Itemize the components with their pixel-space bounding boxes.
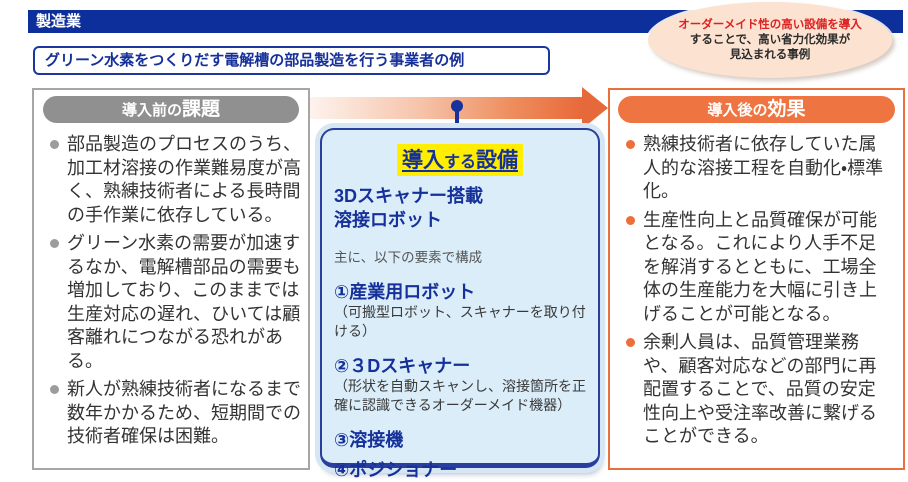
before-bullet-1: 部品製造のプロセスのうち、加工材溶接の作業難易度が高く、熟練技術者による長時間の…: [48, 133, 302, 227]
equipment-panel: 導入する設備 3Dスキャナー搭載 溶接ロボット 主に、以下の要素で構成 ①産業用…: [320, 128, 600, 480]
before-panel: 導入前の課題 部品製造のプロセスのうち、加工材溶接の作業難易度が高く、熟練技術者…: [32, 88, 310, 470]
callout-line-1: オーダーメイド性の高い設備を導入: [678, 18, 862, 31]
connector-dot-icon: [451, 100, 463, 112]
after-bullet-2: 生産性向上と品質確保が可能となる。これにより人手不足を解消するとともに、工場全体…: [624, 209, 889, 327]
after-bullet-3: 余剰人員は、品質管理業務や、顧客対応などの部門に再配置することで、品質の安定性向…: [624, 331, 889, 449]
before-bullet-list: 部品製造のプロセスのうち、加工材溶接の作業難易度が高く、熟練技術者による長時間の…: [34, 133, 308, 449]
flow-arrow-head-icon: [582, 87, 608, 129]
after-title-prefix: 導入後の: [707, 102, 768, 119]
after-bullet-list: 熟練技術者に依存していた属人的な溶接工程を自動化・標準化。 生産性向上と品質確保…: [610, 133, 903, 449]
equipment-item-2-heading: ②３Dスキャナー: [334, 356, 471, 376]
equipment-name-line2: 溶接ロボット: [334, 210, 442, 230]
before-bullet-2: グリーン水素の需要が加速するなか、電解槽部品の需要も増加しており、このままでは生…: [48, 232, 302, 373]
callout-line-3: 見込まれる事例: [729, 48, 811, 61]
equipment-title-part3: 設備: [476, 149, 518, 172]
before-panel-title: 導入前の課題: [43, 96, 299, 123]
connector-stem: [455, 106, 459, 132]
equipment-item-1-desc: （可搬型ロボット、スキャナーを取り付ける）: [334, 304, 586, 339]
before-title-emphasis: 課題: [182, 99, 221, 120]
after-title-emphasis: 効果: [767, 99, 806, 120]
callout-line-2: することで、高い省力化効果が: [689, 33, 851, 46]
flow-arrow-body: [310, 97, 582, 119]
equipment-name: 3Dスキャナー搭載 溶接ロボット: [334, 184, 586, 232]
before-bullet-3: 新人が熟練技術者になるまで数年かかるため、短期間での技術者確保は困難。: [48, 378, 302, 449]
equipment-name-line1: 3Dスキャナー搭載: [334, 186, 484, 206]
equipment-note: 主に、以下の要素で構成: [334, 250, 483, 265]
before-title-prefix: 導入前の: [121, 102, 182, 119]
equipment-item-4-heading: ④ポジショナー: [334, 460, 458, 480]
equipment-title-part2: する: [443, 154, 476, 171]
case-subtitle: グリーン水素をつくりだす電解槽の部品製造を行う事業者の例: [45, 52, 465, 69]
industry-title: 製造業: [36, 13, 82, 30]
equipment-item-2-desc: （形状を自動スキャンし、溶接箇所を正確に認識できるオーダーメイド機器）: [334, 378, 586, 413]
case-subtitle-box: グリーン水素をつくりだす電解槽の部品製造を行う事業者の例: [33, 46, 550, 75]
equipment-panel-title: 導入する設備: [396, 144, 523, 176]
after-bullet-1: 熟練技術者に依存していた属人的な溶接工程を自動化・標準化。: [624, 133, 889, 204]
equipment-title-part1: 導入: [401, 149, 444, 172]
equipment-item-1-heading: ①産業用ロボット: [334, 282, 476, 302]
callout-ellipse: オーダーメイド性の高い設備を導入 することで、高い省力化効果が 見込まれる事例: [648, 2, 892, 78]
after-panel: 導入後の効果 熟練技術者に依存していた属人的な溶接工程を自動化・標準化。 生産性…: [608, 88, 905, 470]
equipment-item-3-heading: ③溶接機: [334, 430, 404, 450]
after-panel-title: 導入後の効果: [618, 96, 895, 123]
